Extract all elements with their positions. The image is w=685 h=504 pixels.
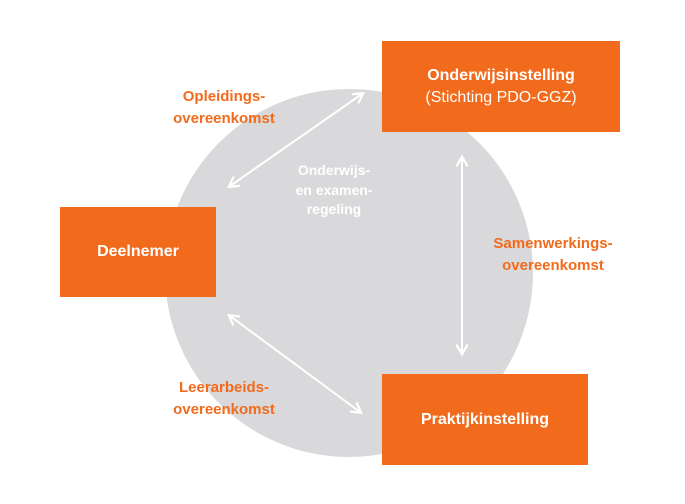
arrow-opleiding xyxy=(226,91,366,189)
arrow-leerarbeid xyxy=(227,313,363,415)
onderwijs-en-examenregeling-label: Onderwijs- en examen- regeling xyxy=(270,161,398,220)
opleidingsovereenkomst-line1: Opleidings- xyxy=(182,88,266,105)
center-label-line1: Onderwijs- xyxy=(297,162,371,178)
praktijkinstelling-box: Praktijkinstelling xyxy=(382,374,588,465)
samenwerkingsovereenkomst-line1: Samenwerkings- xyxy=(493,235,613,252)
center-label-line2: en examen- xyxy=(295,181,373,198)
praktijkinstelling-title: Praktijkinstelling xyxy=(420,410,550,428)
onderwijsinstelling-box: Onderwijsinstelling (Stichting PDO-GGZ) xyxy=(382,41,620,132)
onderwijsinstelling-subtitle: (Stichting PDO-GGZ) xyxy=(425,88,577,106)
center-label-line3: regeling xyxy=(306,201,362,218)
leerarbeidsovereenkomst-line1: Leerarbeids- xyxy=(178,379,270,396)
opleidingsovereenkomst-label: Opleidings- overeenkomst xyxy=(160,86,288,130)
deelnemer-title: Deelnemer xyxy=(97,243,179,261)
leerarbeidsovereenkomst-label: Leerarbeids- overeenkomst xyxy=(155,377,293,421)
onderwijsinstelling-title: Onderwijsinstelling xyxy=(427,66,575,84)
samenwerkingsovereenkomst-line2: overeenkomst xyxy=(502,256,604,274)
leerarbeidsovereenkomst-line2: overeenkomst xyxy=(173,400,275,418)
opleidingsovereenkomst-line2: overeenkomst xyxy=(173,109,275,127)
deelnemer-box: Deelnemer xyxy=(60,207,216,297)
samenwerkingsovereenkomst-label: Samenwerkings- overeenkomst xyxy=(466,233,640,277)
